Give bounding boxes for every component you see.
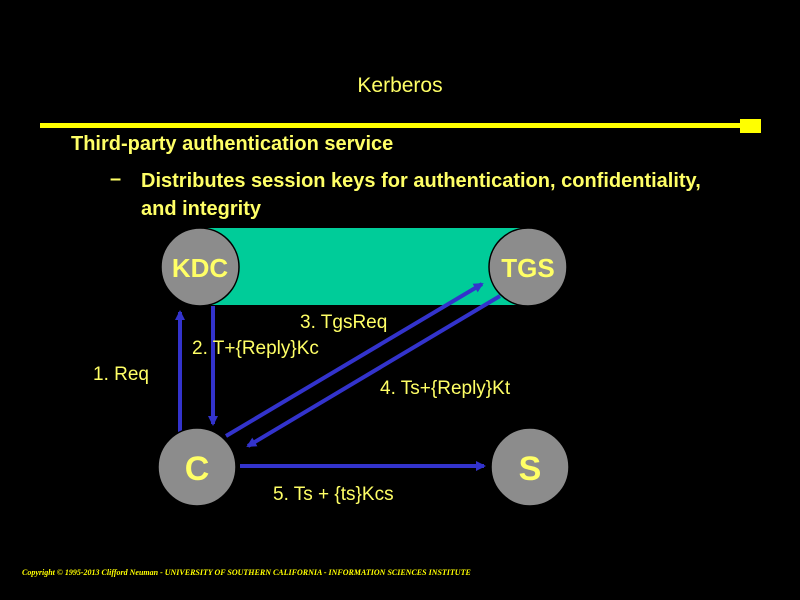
node-tgs-label: TGS xyxy=(501,253,554,283)
msg-3-label: 3. TgsReq xyxy=(300,312,388,333)
copyright-footer: Copyright © 1995-2013 Clifford Neuman - … xyxy=(22,568,471,577)
node-kdc-label: KDC xyxy=(172,253,229,283)
node-client-label: C xyxy=(185,450,210,488)
kdc-tgs-band xyxy=(200,228,530,305)
bullet-level2: Distributes session keys for authenticat… xyxy=(141,170,701,220)
bullet-level1: Third-party authentication service xyxy=(71,133,394,155)
node-server-label: S xyxy=(519,450,542,488)
node-kdc: KDC xyxy=(160,227,240,307)
msg-1-label: 1. Req xyxy=(93,364,149,385)
title-rule-end xyxy=(740,119,761,133)
bullet-dash: – xyxy=(110,168,122,190)
node-tgs: TGS xyxy=(488,227,568,307)
msg-5-label: 5. Ts + {ts}Kcs xyxy=(273,484,394,505)
slide-title: Kerberos xyxy=(357,74,443,97)
msg-4-label: 4. Ts+{Reply}Kt xyxy=(380,378,511,399)
node-client: C xyxy=(157,427,237,507)
node-server: S xyxy=(490,427,570,507)
title-rule xyxy=(40,123,748,128)
arrow-tgsreq xyxy=(224,282,484,438)
arrow-reply-kt xyxy=(246,294,502,448)
msg-2-label: 2. T+{Reply}Kc xyxy=(192,338,319,359)
